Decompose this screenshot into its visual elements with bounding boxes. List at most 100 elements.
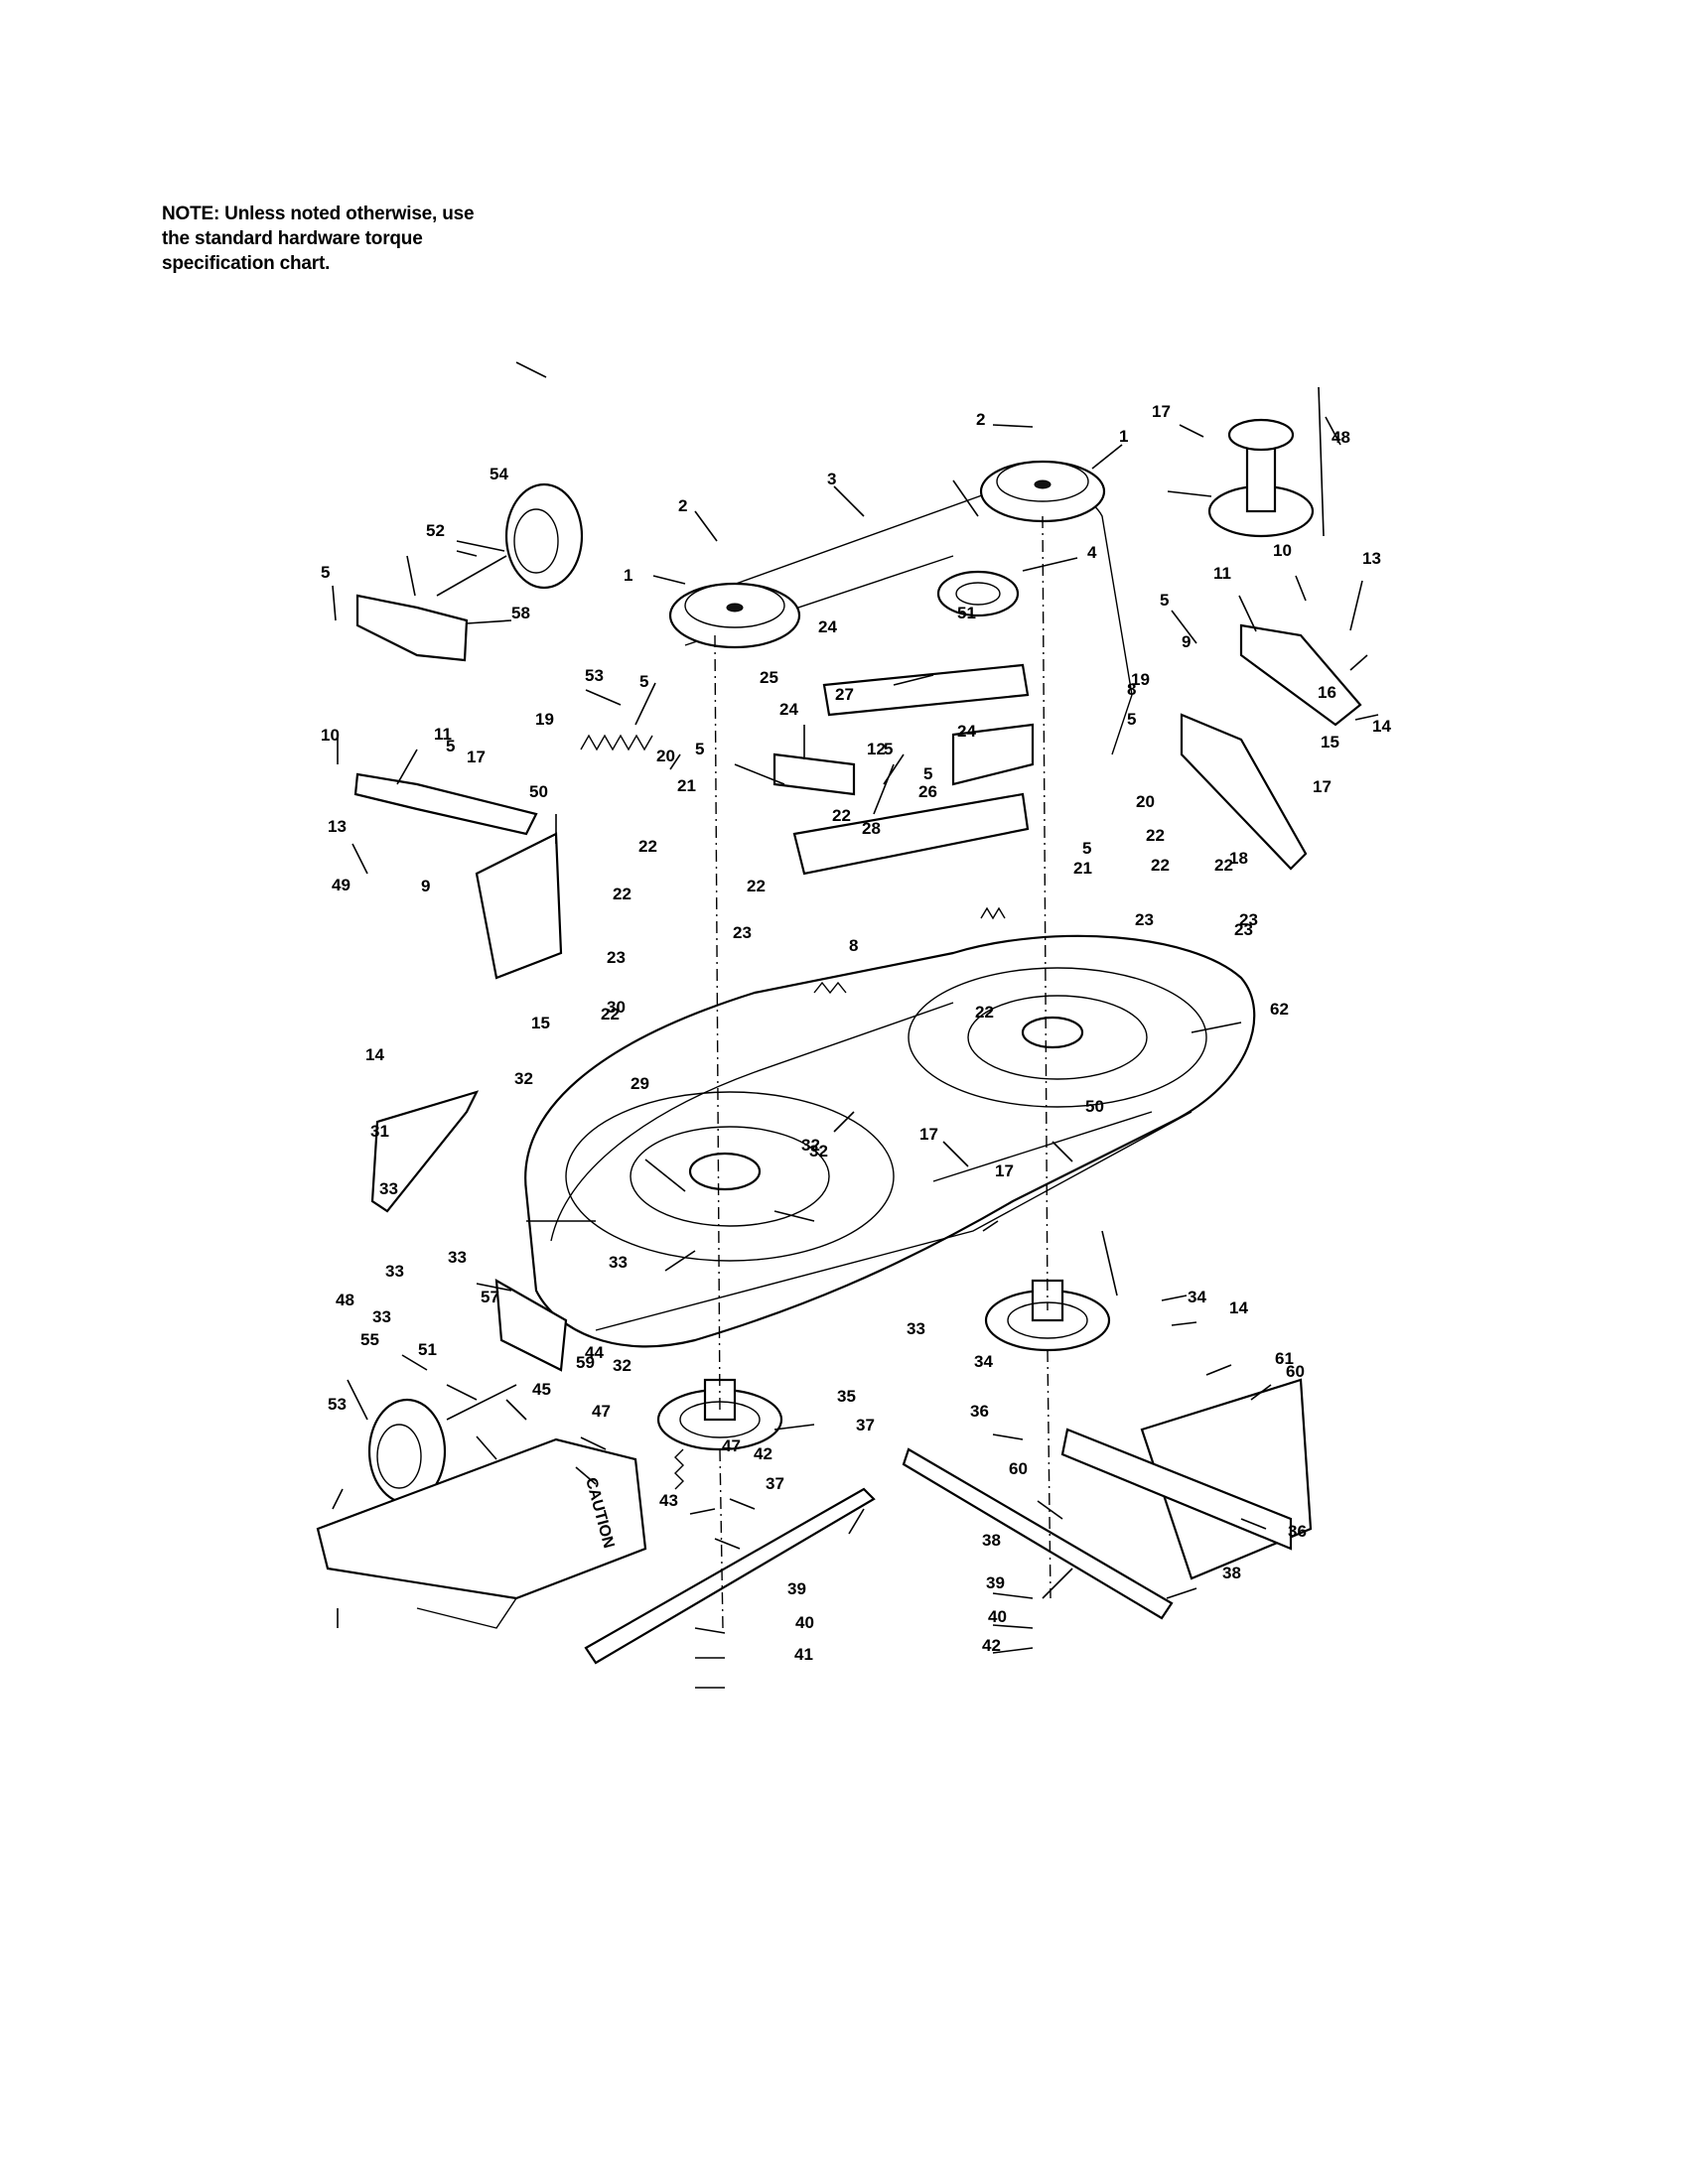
callout-23: 23 — [1234, 920, 1253, 939]
center-lines — [714, 515, 1052, 1629]
callout-13: 13 — [328, 817, 347, 836]
callout-33: 33 — [379, 1179, 398, 1198]
callout-2: 2 — [976, 410, 985, 429]
pulley-right — [979, 460, 1106, 523]
callout-28: 28 — [862, 819, 881, 838]
callout-29: 29 — [631, 1074, 649, 1093]
callout-31: 31 — [370, 1122, 389, 1141]
callout-22: 22 — [975, 1003, 994, 1022]
callout-35: 35 — [837, 1387, 856, 1406]
callout-5: 5 — [695, 740, 704, 758]
callout-41: 41 — [794, 1645, 813, 1664]
callout-24: 24 — [818, 617, 837, 636]
callout-13: 13 — [1362, 549, 1381, 568]
callout-52: 52 — [426, 521, 445, 540]
callout-24: 24 — [779, 700, 798, 719]
discharge-chute: CAUTION — [316, 1437, 647, 1629]
callout-58: 58 — [511, 604, 530, 622]
callout-50: 50 — [1085, 1097, 1104, 1116]
callout-21: 21 — [677, 776, 696, 795]
callout-5: 5 — [321, 563, 330, 582]
callout-17: 17 — [1152, 402, 1171, 421]
callout-50: 50 — [529, 782, 548, 801]
idler-pulley — [936, 570, 1020, 617]
callout-33: 33 — [609, 1253, 628, 1272]
pulley-left — [668, 582, 801, 649]
callout-53: 53 — [585, 666, 604, 685]
callout-36: 36 — [1288, 1522, 1307, 1541]
callout-11: 11 — [1213, 564, 1231, 583]
callout-40: 40 — [988, 1607, 1007, 1626]
callout-5: 5 — [446, 737, 455, 755]
pulley-assembly-62 — [1207, 386, 1325, 538]
callout-4: 4 — [1087, 543, 1097, 562]
callout-37: 37 — [856, 1416, 875, 1434]
callout-47: 47 — [722, 1436, 741, 1455]
callout-40: 40 — [795, 1613, 814, 1632]
gauge-wheel-top — [436, 482, 584, 597]
callout-51: 51 — [957, 604, 976, 622]
callout-22: 22 — [1151, 856, 1170, 875]
callout-57: 57 — [481, 1288, 499, 1306]
callout-17: 17 — [467, 748, 486, 766]
springs — [580, 734, 1006, 1490]
callout-22: 22 — [747, 877, 766, 895]
callout-9: 9 — [1182, 632, 1191, 651]
callout-22: 22 — [1214, 856, 1233, 875]
callout-5: 5 — [1082, 839, 1091, 858]
brackets — [353, 594, 1362, 1580]
callout-17: 17 — [1313, 777, 1332, 796]
callout-39: 39 — [986, 1573, 1005, 1592]
callout-44: 44 — [585, 1343, 604, 1362]
callout-43: 43 — [659, 1491, 678, 1510]
callout-12: 12 — [867, 740, 886, 758]
callout-27: 27 — [835, 685, 854, 704]
callout-59: 59 — [576, 1353, 595, 1372]
callout-38: 38 — [1222, 1564, 1241, 1582]
callout-37: 37 — [766, 1474, 784, 1493]
callout-36: 36 — [970, 1402, 989, 1421]
callout-54: 54 — [490, 465, 508, 483]
callout-10: 10 — [1273, 541, 1292, 560]
callout-33: 33 — [372, 1307, 391, 1326]
spindle-right — [984, 1279, 1111, 1352]
blades — [584, 1447, 1174, 1665]
note-line-3: specification chart. — [162, 253, 331, 274]
callout-23: 23 — [607, 948, 626, 967]
callout-33: 33 — [448, 1248, 467, 1267]
callout-53: 53 — [328, 1395, 347, 1414]
callout-1: 1 — [624, 566, 632, 585]
callout-leaders — [332, 361, 1379, 1689]
note-line-2: the standard hardware torque — [162, 228, 423, 249]
callout-25: 25 — [760, 668, 778, 687]
callout-38: 38 — [982, 1531, 1001, 1550]
callout-15: 15 — [1321, 733, 1339, 751]
callout-5: 5 — [884, 740, 893, 758]
callout-5: 5 — [1127, 710, 1136, 729]
callout-48: 48 — [1332, 428, 1350, 447]
callout-14: 14 — [365, 1045, 384, 1064]
callout-19: 19 — [1131, 670, 1150, 689]
callout-20: 20 — [656, 747, 675, 765]
callout-24: 24 — [957, 722, 976, 741]
callout-60: 60 — [1286, 1362, 1305, 1381]
callout-22: 22 — [1146, 826, 1165, 845]
callout-17: 17 — [919, 1125, 938, 1144]
callout-23: 23 — [733, 923, 752, 942]
callout-17: 17 — [995, 1161, 1014, 1180]
callout-22: 22 — [601, 1005, 620, 1024]
callout-14: 14 — [1372, 717, 1391, 736]
callout-22: 22 — [613, 885, 632, 903]
callout-42: 42 — [754, 1444, 772, 1463]
callout-5: 5 — [1160, 591, 1169, 610]
callout-30: 30 — [607, 998, 626, 1017]
callout-20: 20 — [1136, 792, 1155, 811]
callout-8: 8 — [1127, 680, 1136, 699]
callout-32: 32 — [613, 1356, 632, 1375]
callout-47: 47 — [592, 1402, 611, 1421]
callout-21: 21 — [1073, 859, 1092, 878]
callout-51: 51 — [418, 1340, 437, 1359]
callout-9: 9 — [421, 877, 430, 895]
